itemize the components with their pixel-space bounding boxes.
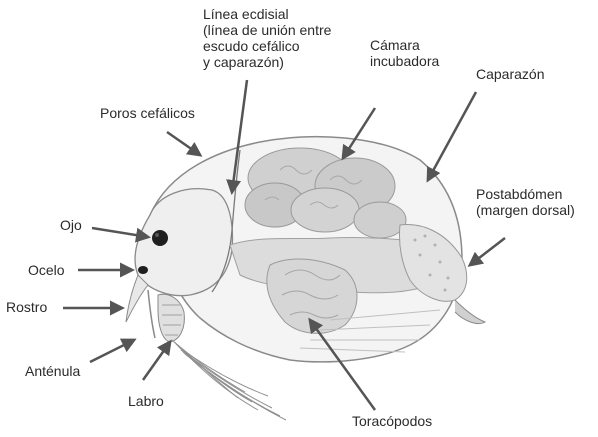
label-postabdomen: Postabdómen (margen dorsal)	[476, 186, 575, 218]
compound-eye	[152, 230, 168, 246]
label-poros-cefalicos: Poros cefálicos	[100, 105, 195, 121]
label-labro: Labro	[128, 393, 164, 409]
arrow-antenula	[90, 340, 134, 362]
label-linea-ecdisial: Línea ecdisial (línea de unión entre esc…	[203, 6, 331, 70]
arrow-labro	[143, 342, 170, 380]
arrow-caparazon	[428, 92, 476, 180]
label-rostro: Rostro	[6, 299, 47, 315]
ocellus	[138, 266, 148, 274]
label-caparazon: Caparazón	[476, 66, 545, 82]
head-shield	[135, 189, 232, 296]
label-toracopodos: Toracópodos	[352, 413, 432, 429]
arrow-ojo	[92, 228, 148, 237]
antennule	[148, 290, 155, 338]
label-ojo: Ojo	[60, 217, 82, 233]
rostrum	[126, 275, 148, 322]
label-antenula: Anténula	[25, 363, 80, 379]
tail-claw	[455, 300, 485, 324]
arrow-poros-cefalicos	[167, 132, 200, 155]
label-camara-incubadora: Cámara incubadora	[370, 37, 439, 69]
label-ocelo: Ocelo	[28, 262, 65, 278]
arrow-postabdomen	[470, 238, 505, 265]
organism-body	[126, 137, 485, 420]
